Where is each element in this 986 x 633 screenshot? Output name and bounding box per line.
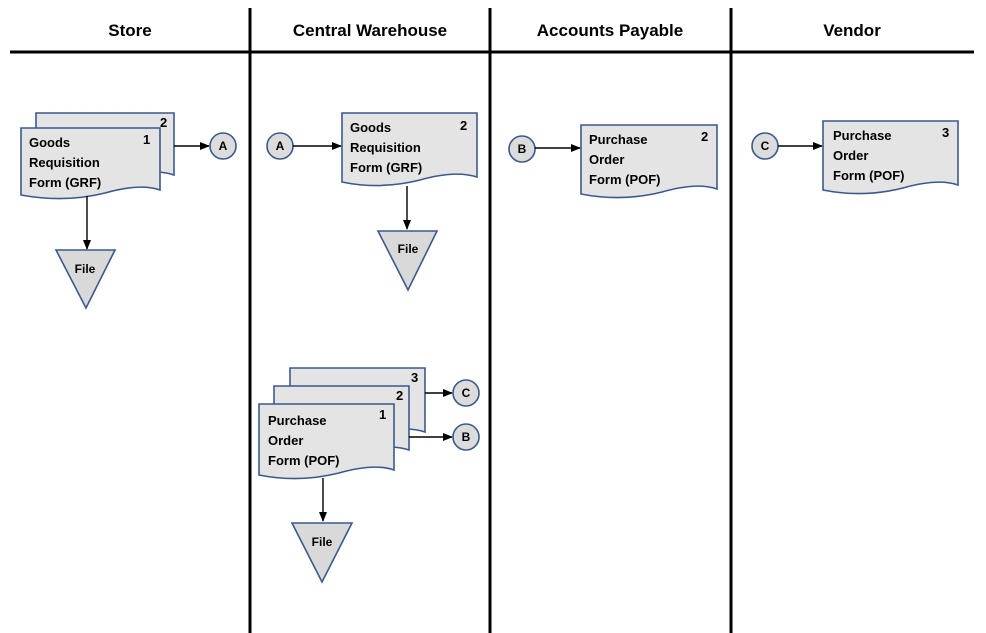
store-copy-number-1: 1 xyxy=(143,132,150,147)
payable-pof-copy-number: 2 xyxy=(701,129,708,144)
payable-connector-b xyxy=(508,135,536,163)
payable-pof-line-2: Order xyxy=(589,152,624,167)
warehouse-grf-line-3: Form (GRF) xyxy=(350,160,422,175)
store-doc-line-1: Goods xyxy=(29,135,70,150)
warehouse-pof-file-label: File xyxy=(312,535,333,549)
warehouse-connector-a-label: A xyxy=(276,139,285,153)
warehouse-connector-b xyxy=(452,423,480,451)
store-grf-document-stack: 2 1 Goods Requisition Form (GRF) xyxy=(20,112,175,200)
warehouse-connector-c xyxy=(452,379,480,407)
vendor-pof-line-3: Form (POF) xyxy=(833,168,905,183)
payable-connector-b-label: B xyxy=(518,142,527,156)
store-doc-line-3: Form (GRF) xyxy=(29,175,101,190)
warehouse-grf-file-label: File xyxy=(398,242,419,256)
warehouse-pof-line-2: Order xyxy=(268,433,303,448)
warehouse-connector-b-label: B xyxy=(462,430,471,444)
warehouse-pof-copy-1 xyxy=(258,403,395,480)
payable-pof-line-1: Purchase xyxy=(589,132,648,147)
warehouse-pof-copy-number-3: 3 xyxy=(411,370,418,385)
lane-header-payable: Accounts Payable xyxy=(537,21,683,40)
warehouse-connector-c-label: C xyxy=(462,386,471,400)
store-grf-copy-1 xyxy=(20,127,161,200)
payable-pof-shape xyxy=(580,124,718,199)
payable-pof-line-3: Form (POF) xyxy=(589,172,661,187)
vendor-connector-c-label: C xyxy=(761,139,770,153)
vendor-pof-shape xyxy=(822,120,959,195)
warehouse-pof-copy-number-2: 2 xyxy=(396,388,403,403)
lane-header-warehouse: Central Warehouse xyxy=(293,21,447,40)
warehouse-pof-line-3: Form (POF) xyxy=(268,453,340,468)
warehouse-pof-file-triangle xyxy=(290,522,354,584)
warehouse-grf-line-2: Requisition xyxy=(350,140,421,155)
warehouse-pof-document-stack: 3 2 1 Purchase Order Form (POF) xyxy=(258,367,426,480)
store-file-label: File xyxy=(75,262,96,276)
vendor-pof-copy-number: 3 xyxy=(942,125,949,140)
store-connector-a xyxy=(209,132,237,160)
warehouse-pof-copy-number-1: 1 xyxy=(379,407,386,422)
lane-header-store: Store xyxy=(108,21,151,40)
vendor-pof-line-2: Order xyxy=(833,148,868,163)
warehouse-grf-document: 2 Goods Requisition Form (GRF) xyxy=(341,112,478,187)
warehouse-grf-shape xyxy=(341,112,478,187)
warehouse-grf-copy-number: 2 xyxy=(460,118,467,133)
warehouse-grf-file-triangle xyxy=(376,230,439,292)
payable-pof-document: 2 Purchase Order Form (POF) xyxy=(580,124,718,199)
vendor-pof-document: 3 Purchase Order Form (POF) xyxy=(822,120,959,195)
store-doc-line-2: Requisition xyxy=(29,155,100,170)
warehouse-grf-line-1: Goods xyxy=(350,120,391,135)
store-connector-a-label: A xyxy=(219,139,228,153)
lane-header-vendor: Vendor xyxy=(823,21,881,40)
vendor-pof-line-1: Purchase xyxy=(833,128,892,143)
warehouse-pof-line-1: Purchase xyxy=(268,413,327,428)
store-file-triangle xyxy=(54,249,117,310)
store-copy-number-2: 2 xyxy=(160,115,167,130)
